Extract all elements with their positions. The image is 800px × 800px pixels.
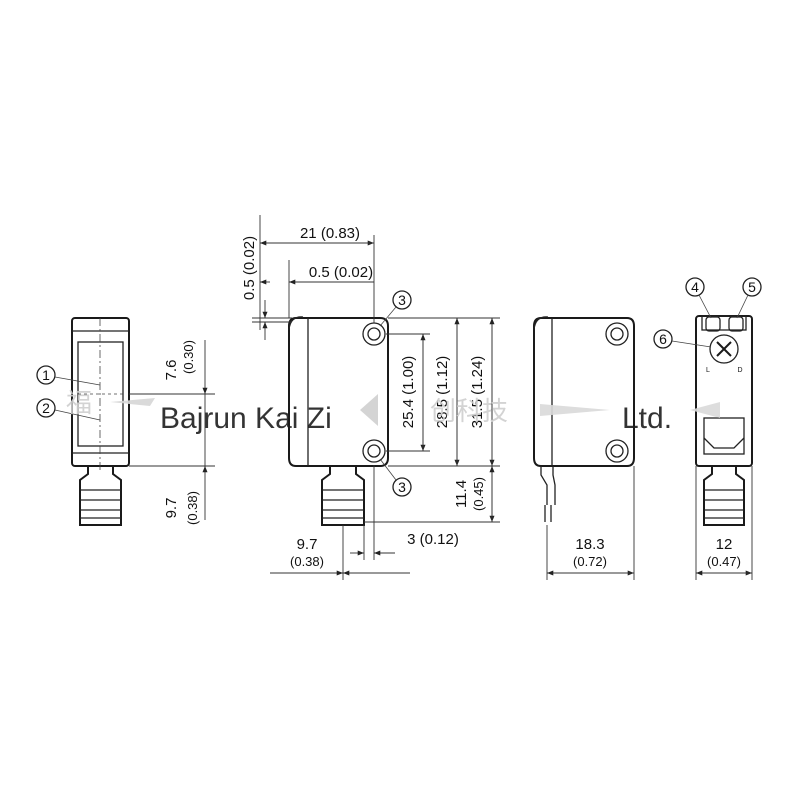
front-connector [79, 466, 122, 526]
dim-depth-0-72: (0.72) [573, 554, 607, 569]
watermark-suffix: Ltd. [622, 402, 672, 435]
mount-hole-bottom [362, 439, 386, 463]
dim-bottom-0-38: (0.38) [290, 554, 324, 569]
side-housing [288, 317, 389, 467]
callout-6-label: 6 [659, 331, 667, 347]
watermark-cjk-mid: 创科技 [430, 397, 508, 427]
dim-front-9-7: 9.7 [163, 498, 180, 519]
callout-2 [36, 398, 56, 418]
dim-height-11-4: 11.4 [453, 480, 470, 508]
callout-5 [742, 277, 762, 297]
watermark-cjk-left: 福 [66, 389, 92, 419]
adjust-cross-icon [716, 341, 732, 357]
callout-3-top-label: 3 [398, 292, 406, 308]
side-connector [321, 466, 365, 526]
callout-2-label: 2 [42, 400, 50, 416]
cable-view: 18.3 (0.72) [533, 316, 635, 580]
dim-front-7-6: 7.6 [163, 360, 180, 381]
watermark-name: Bajrun Kai Zi [160, 402, 332, 435]
rear-connector [703, 466, 745, 526]
rear-panel [703, 417, 745, 455]
led-4 [705, 316, 721, 332]
front-view: 1 2 7.6 (0.30) 9.7 (0.38) [36, 317, 215, 526]
callout-1 [36, 365, 56, 385]
dim-bottom-3: 3 (0.12) [407, 531, 459, 548]
callout-4 [685, 277, 705, 297]
adjust-label-l: L [706, 367, 710, 374]
dim-offset-0-5: 0.5 (0.02) [309, 264, 373, 281]
callout-3-bottom [392, 477, 412, 497]
dim-front-0-38: (0.38) [185, 491, 200, 525]
callout-3-bottom-label: 3 [398, 479, 406, 495]
adjust-potentiometer [709, 334, 739, 364]
dim-height-0-45: (0.45) [471, 477, 486, 511]
dim-width-12: 12 [716, 536, 733, 553]
watermark: 福 Bajrun Kai Zi 创科技 Ltd. [66, 389, 720, 435]
callout-6 [653, 329, 673, 349]
dim-width-0-47: (0.47) [707, 554, 741, 569]
dim-bottom-9-7: 9.7 [297, 536, 318, 553]
mount-hole-top [362, 322, 386, 346]
rear-view: L D 4 5 6 12 (0.47) [653, 277, 762, 580]
led-5 [728, 316, 744, 332]
dim-width-21: 21 (0.83) [300, 225, 360, 242]
cable-hole-bottom [605, 439, 629, 463]
dim-front-0-30: (0.30) [181, 340, 196, 374]
callout-1-label: 1 [42, 367, 50, 383]
front-housing [71, 317, 130, 467]
side-view: 3 3 21 (0.83) 0.5 (0.02) 0.5 (0.02) 25.4… [241, 215, 500, 580]
cable [540, 466, 556, 505]
dim-depth-18-3: 18.3 [575, 536, 604, 553]
dim-height-31-5: 31.5 (1.24) [469, 356, 486, 429]
dim-height-28-5: 28.5 (1.12) [434, 356, 451, 429]
callout-5-label: 5 [748, 279, 756, 295]
callout-3-top [392, 290, 412, 310]
callout-4-label: 4 [691, 279, 699, 295]
cable-housing [533, 317, 635, 467]
cable-hole-top [605, 322, 629, 346]
dim-hole-spacing: 25.4 (1.00) [400, 356, 417, 429]
adjust-label-d: D [737, 367, 742, 374]
dim-vertical-0-5: 0.5 (0.02) [241, 236, 258, 300]
